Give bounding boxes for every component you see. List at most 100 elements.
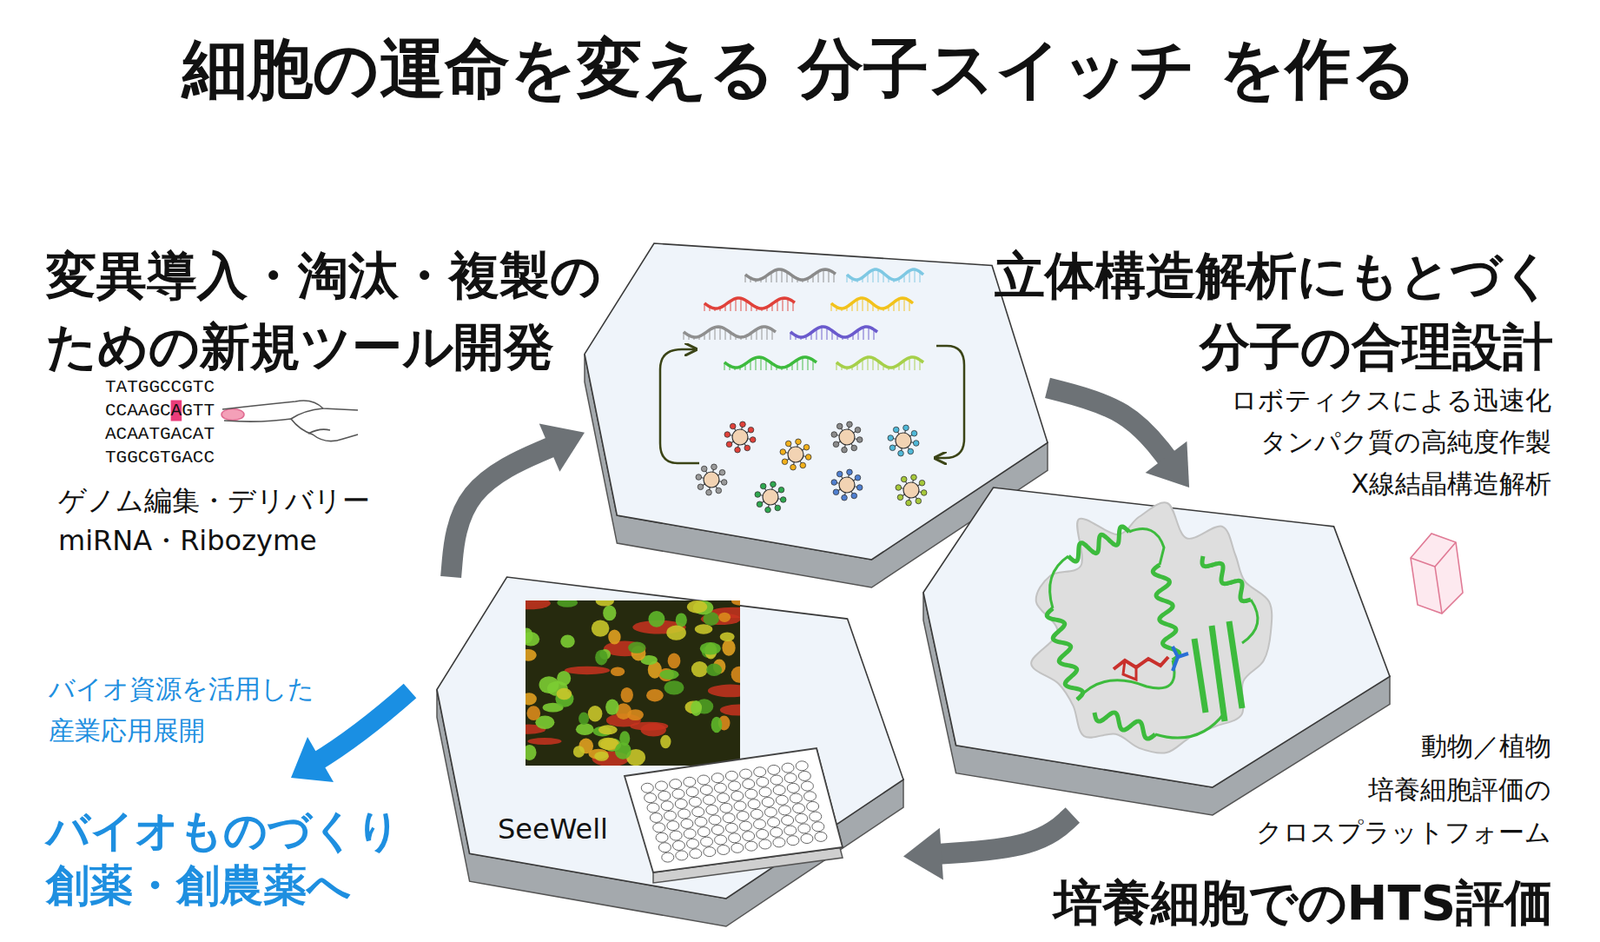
strand-base [872, 270, 873, 283]
well [739, 820, 752, 831]
particle-tip [795, 438, 802, 445]
well [689, 848, 702, 859]
structure-panel: 立体構造解析にもとづく 分子の合理設計ロボティクスによる迅速化 タンパク質の高純… [923, 487, 1390, 815]
well [793, 803, 806, 814]
well [654, 780, 668, 791]
strand-base [781, 297, 783, 311]
well [649, 812, 662, 822]
particle-tip [790, 463, 797, 470]
strand-base [866, 357, 868, 371]
particle-tip [774, 504, 781, 511]
particle-tip [719, 469, 726, 476]
particle-tip [747, 426, 754, 433]
particle-core [839, 476, 855, 493]
cell-streak [707, 684, 741, 698]
well [759, 839, 772, 849]
well [697, 774, 710, 785]
well [800, 833, 814, 844]
particle-tip [900, 476, 907, 483]
cell-blob [690, 700, 702, 716]
strand-base [719, 326, 721, 340]
panel-heading: 培養細胞でのHTS評価 [945, 875, 1554, 930]
dna-sequence: TATGGCCGTC [105, 375, 227, 399]
strand-base [913, 357, 915, 371]
particle-tip [905, 499, 913, 506]
strand-base [903, 297, 905, 311]
cell-streak [525, 600, 551, 609]
well [784, 773, 797, 783]
strand-base [822, 269, 824, 283]
particle-tip [803, 443, 810, 450]
well [678, 808, 691, 819]
pointing-hand [308, 429, 331, 434]
arrow-head [903, 827, 944, 880]
strand-base [827, 270, 829, 283]
dna-sequence: ACAATGACAT [105, 422, 227, 446]
well [786, 835, 800, 846]
well [658, 790, 671, 800]
protein-helix [1152, 564, 1179, 661]
strand-base [806, 357, 808, 371]
particle-tip [836, 423, 843, 430]
particle-tip [706, 489, 713, 496]
well [770, 826, 783, 837]
well [814, 831, 827, 841]
well [736, 811, 749, 821]
well [795, 760, 808, 771]
well [775, 794, 788, 805]
particle-tip [911, 474, 918, 481]
protein-sheet [1211, 625, 1225, 721]
dna-sequence: TGGCGTGACC [105, 445, 227, 470]
cell-blob [525, 744, 537, 761]
ligand-blue [1172, 646, 1189, 671]
well [683, 776, 696, 787]
cell-blob [647, 610, 665, 628]
strand-base [908, 357, 910, 371]
particle-tip [898, 449, 905, 457]
particle-tip [920, 489, 927, 496]
strand-base [913, 269, 915, 283]
well [747, 799, 761, 809]
protein-sheet [1229, 621, 1243, 708]
well [806, 800, 820, 811]
well [706, 804, 719, 814]
strand-base [740, 297, 741, 311]
cell-blob [525, 692, 537, 705]
hexagon-tile [584, 243, 1048, 588]
cell-blob [700, 641, 721, 655]
cell-blob [556, 670, 571, 686]
crystal-icon [1434, 566, 1442, 614]
particle-tip [897, 494, 904, 501]
well [717, 844, 730, 854]
protein-helix [1068, 526, 1130, 562]
particle-tip [695, 474, 702, 481]
cell-blob [594, 751, 609, 761]
crystal-icon [1410, 542, 1456, 567]
cell-blob [720, 631, 735, 642]
pointing-hand [221, 409, 245, 421]
cell-blob [706, 663, 722, 677]
particle-tip [846, 421, 853, 428]
well [658, 842, 671, 853]
cell-image [525, 600, 741, 766]
well [711, 773, 724, 783]
well [717, 793, 730, 803]
well [764, 806, 777, 817]
well [697, 826, 710, 837]
particle-tip [734, 446, 741, 453]
well [750, 808, 763, 819]
well [759, 786, 772, 797]
strand-base [714, 327, 715, 340]
strand-base [760, 357, 761, 371]
cell-streak [564, 666, 610, 675]
well [745, 788, 758, 799]
well [786, 782, 800, 793]
particle-tip [697, 483, 704, 490]
well [778, 805, 791, 815]
particle-tip [903, 424, 910, 431]
strand-base [820, 326, 822, 340]
well [647, 802, 660, 813]
strand-base [780, 269, 782, 283]
well [770, 774, 783, 785]
cell-blob [610, 666, 625, 676]
